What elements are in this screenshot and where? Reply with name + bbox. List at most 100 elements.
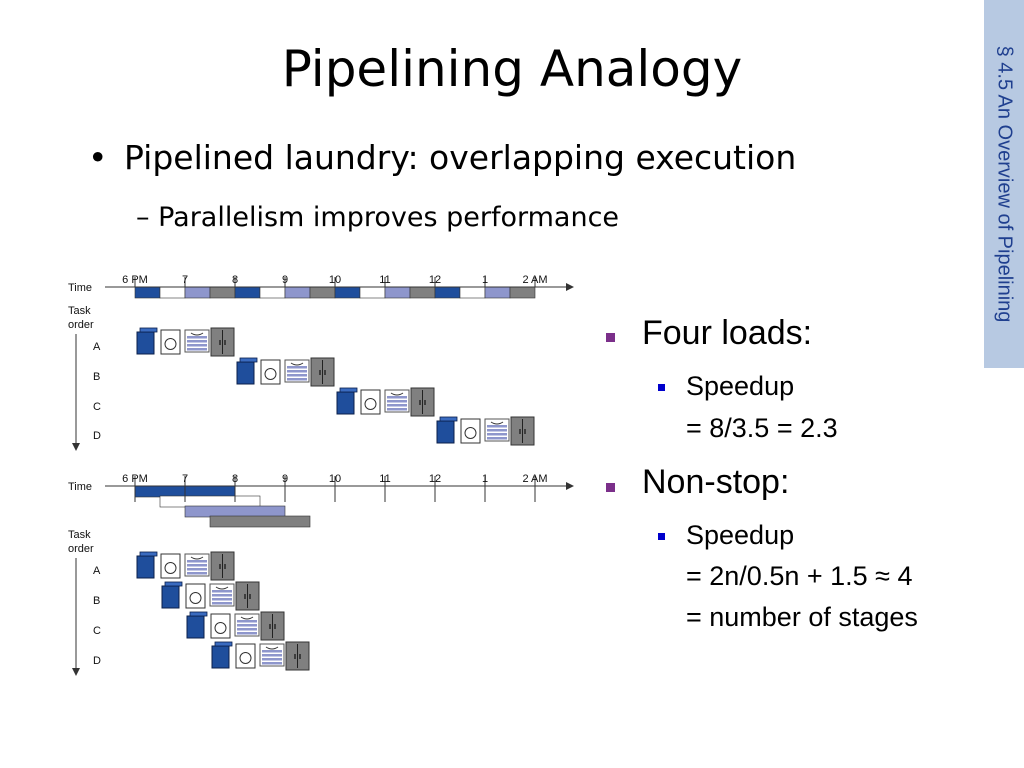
dryer-door-icon: [189, 592, 202, 604]
time-tick-label: 12: [429, 274, 441, 286]
washer-icon: [186, 615, 205, 639]
washer-icon: [161, 585, 180, 609]
task-order-label: order: [68, 319, 94, 331]
collar-icon: [290, 362, 304, 366]
timeline-segment-dry: [459, 286, 486, 299]
washer-icon: [236, 361, 255, 385]
fold-stripe-icon: [187, 348, 207, 351]
fold-stripe-icon: [212, 594, 232, 597]
fold-stripe-icon: [262, 654, 282, 657]
washer-lid-icon: [164, 581, 183, 587]
washer-lid-icon: [214, 641, 233, 647]
fold-stripe-icon: [187, 336, 207, 339]
time-tick-label: 9: [282, 274, 288, 286]
timeline-segment-fold: [384, 286, 411, 299]
collar-icon: [490, 421, 504, 425]
dryer-icon: [185, 583, 206, 609]
time-tick-label: 11: [379, 473, 390, 485]
timeline-segment-wash: [334, 286, 361, 299]
washer-lid-icon: [439, 416, 458, 422]
timeline-segment-dry: [159, 286, 186, 299]
section-tab: § 4.5 An Overview of Pipelining: [984, 0, 1024, 368]
dryer-door-icon: [164, 338, 177, 350]
task-row-label: A: [93, 341, 101, 353]
bullet-dot-icon: •: [88, 138, 108, 177]
dryer-icon: [235, 643, 256, 669]
bullet-main: •Pipelined laundry: overlapping executio…: [88, 138, 796, 177]
four-loads-formula: = 8/3.5 = 2.3: [686, 413, 838, 443]
pipeline-bar-dry: [159, 495, 261, 508]
timeline-segment-wash: [434, 286, 461, 299]
fold-stripe-icon: [187, 344, 207, 347]
dryer-icon: [360, 389, 381, 415]
dryer-icon: [260, 359, 281, 385]
dryer-door-icon: [464, 427, 477, 439]
fold-stripe-icon: [212, 590, 232, 593]
non-stop-speedup: Speedup: [686, 520, 795, 550]
slide-title: Pipelining Analogy: [281, 40, 743, 98]
collar-icon: [390, 392, 404, 396]
time-label: Time: [68, 282, 92, 294]
fold-stripe-icon: [262, 650, 282, 653]
dryer-icon: [160, 329, 181, 355]
dryer-door-icon: [264, 368, 277, 380]
four-loads-label: Four loads:: [642, 314, 813, 352]
collar-icon: [240, 616, 254, 620]
time-tick-label: 1: [482, 473, 488, 485]
task-row-label: D: [93, 430, 101, 442]
time-tick-label: 9: [282, 473, 288, 485]
time-tick-label: 7: [182, 473, 188, 485]
time-tick-label: 12: [429, 473, 441, 485]
washer-icon: [136, 555, 155, 579]
dryer-door-icon: [164, 562, 177, 574]
bullet-square-small-icon: [658, 533, 665, 540]
fold-stripe-icon: [237, 624, 257, 627]
dryer-icon: [160, 553, 181, 579]
timeline-segment-store: [209, 286, 236, 299]
washer-icon: [436, 420, 455, 444]
fold-stripe-icon: [237, 632, 257, 635]
fold-stripe-icon: [237, 628, 257, 631]
time-tick-label: 8: [232, 274, 238, 286]
task-row-label: D: [93, 655, 101, 667]
fold-stripe-icon: [387, 396, 407, 399]
pipeline-bar-fold: [184, 505, 286, 518]
fold-stripe-icon: [487, 437, 507, 440]
bullet-square-small-icon: [658, 384, 665, 391]
time-tick-label: 11: [379, 274, 390, 286]
collar-icon: [265, 646, 279, 650]
task-row-label: B: [93, 371, 100, 383]
timeline-segment-dry: [259, 286, 286, 299]
timeline-segment-store: [309, 286, 336, 299]
fold-stripe-icon: [487, 429, 507, 432]
collar-icon: [215, 586, 229, 590]
task-order-label: Task: [68, 529, 91, 541]
washer-icon: [211, 645, 230, 669]
washer-lid-icon: [139, 551, 158, 557]
fold-stripe-icon: [187, 572, 207, 575]
task-order-label: Task: [68, 305, 91, 317]
fold-stripe-icon: [187, 560, 207, 563]
dryer-icon: [460, 418, 481, 444]
fold-stripe-icon: [387, 400, 407, 403]
fold-stripe-icon: [237, 620, 257, 623]
timeline-segment-dry: [359, 286, 386, 299]
fold-stripe-icon: [387, 404, 407, 407]
dryer-icon: [210, 613, 231, 639]
washer-lid-icon: [339, 387, 358, 393]
bullet-sub: – Parallelism improves performance: [136, 202, 620, 233]
fold-stripe-icon: [187, 340, 207, 343]
time-tick-label: 6 PM: [122, 274, 148, 286]
collar-icon: [190, 556, 204, 560]
timeline-segment-fold: [184, 286, 211, 299]
timeline-segment-fold: [284, 286, 311, 299]
fold-stripe-icon: [487, 433, 507, 436]
timeline-segment-store: [409, 286, 436, 299]
bullet-square-icon: [606, 483, 615, 492]
fold-stripe-icon: [187, 564, 207, 567]
time-tick-label: 2 AM: [522, 473, 547, 485]
non-stop-note: = number of stages: [686, 602, 918, 632]
timeline-segment-wash: [234, 286, 261, 299]
